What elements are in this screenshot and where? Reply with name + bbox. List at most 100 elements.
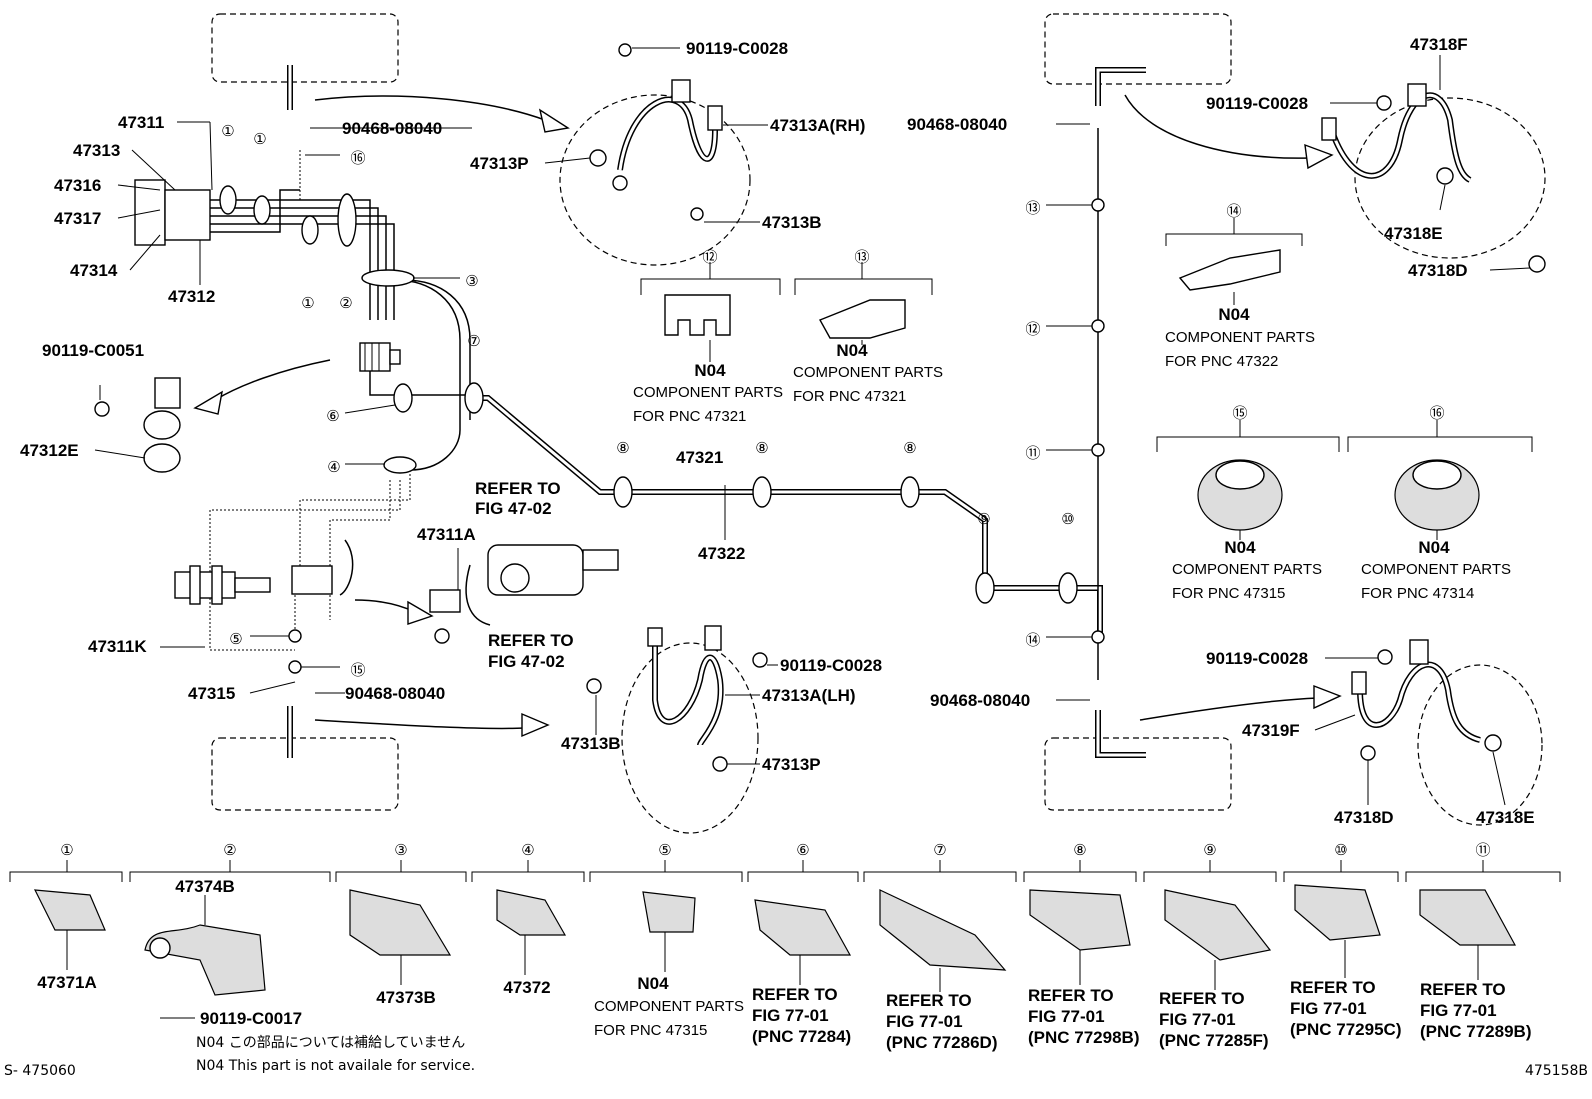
label-47312E: 47312E (20, 441, 79, 460)
svg-text:COMPONENT PARTS: COMPONENT PARTS (793, 364, 943, 381)
label-refer-to-1: REFER TO (475, 479, 561, 498)
bottom-5-line1: COMPONENT PARTS (594, 998, 744, 1015)
hose-47318F (1321, 83, 1546, 273)
marker-8a: ⑧ (616, 440, 629, 457)
svg-text:COMPONENT PARTS: COMPONENT PARTS (1361, 561, 1511, 578)
callout-16: ⑯ N04 COMPONENT PARTS FOR PNC 47314 (1361, 405, 1511, 602)
master-cylinder-area (174, 539, 354, 758)
svg-text:N04: N04 (1218, 305, 1250, 324)
bottom-num-1: ① (60, 842, 73, 859)
svg-text:N04: N04 (1418, 538, 1450, 557)
connector-block (359, 342, 470, 396)
label-47311K: 47311K (88, 637, 147, 656)
label-90468-top-left: 90468-08040 (342, 119, 442, 138)
right-vertical-pipe (1091, 67, 1146, 758)
hose-47313A-RH (589, 43, 723, 221)
hose-47313A-LH (586, 625, 768, 772)
label-47315: 47315 (188, 684, 235, 703)
bottom-num-3: ③ (394, 842, 407, 859)
label-90119-c0028-top: 90119-C0028 (686, 39, 788, 58)
label-47313B-top: 47313B (762, 213, 822, 232)
svg-text:⑫: ⑫ (702, 249, 717, 266)
footer-note-en: N04 This part is not availale for servic… (196, 1058, 475, 1074)
bracket-47312E (94, 377, 181, 473)
footer-note-jp: N04 この部品については補給していません (196, 1035, 465, 1051)
callout-14: ⑭ N04 COMPONENT PARTS FOR PNC 47322 (1165, 203, 1315, 370)
svg-text:FOR PNC 47314: FOR PNC 47314 (1361, 585, 1474, 602)
label-47318D-bottom: 47318D (1334, 808, 1394, 827)
label-90119-c0051: 90119-C0051 (42, 341, 144, 360)
bottom-9-line1: REFER TO (1159, 989, 1245, 1008)
marker-9: ⑨ (977, 511, 990, 528)
bottom-6-line2: FIG 77-01 (752, 1006, 829, 1025)
hose-fr-ellipse (1354, 97, 1546, 259)
label-47317: 47317 (54, 209, 101, 228)
label-47318D-top: 47318D (1408, 261, 1468, 280)
label-47311: 47311 (118, 113, 164, 132)
label-fig-47-02-2: FIG 47-02 (488, 652, 565, 671)
svg-text:⑭: ⑭ (1226, 203, 1241, 220)
front-right-wheel-box (1044, 13, 1232, 85)
hose-lh-ellipse (621, 642, 759, 834)
marker-7: ⑦ (467, 333, 480, 350)
hose-rr-ellipse (1417, 664, 1543, 826)
leader-lines (66, 47, 1531, 1019)
marker-10: ⑩ (1061, 511, 1074, 528)
bottom-num-2: ② (223, 842, 236, 859)
label-90119-c0028-br: 90119-C0028 (1206, 649, 1308, 668)
callout-13: ⑬ N04 COMPONENT PARTS FOR PNC 47321 (793, 249, 943, 405)
bottom-row-labels: ① 47371A ② 47374B 90119-C0017 ③ 47373B ④… (37, 842, 1531, 1052)
svg-text:COMPONENT PARTS: COMPONENT PARTS (1172, 561, 1322, 578)
callout-12: ⑫ N04 COMPONENT PARTS FOR PNC 47321 (633, 249, 783, 425)
bottom-9-line3: (PNC 77285F) (1159, 1031, 1269, 1050)
bottom-11-line2: FIG 77-01 (1420, 1001, 1497, 1020)
bottom-10-line1: REFER TO (1290, 978, 1376, 997)
svg-text:COMPONENT PARTS: COMPONENT PARTS (1165, 329, 1315, 346)
label-47313B-bottom: 47313B (561, 734, 621, 753)
marker-13: ⑬ (1025, 200, 1040, 217)
label-47312: 47312 (168, 287, 215, 306)
footer-left-code: S- 475060 (4, 1063, 76, 1079)
svg-text:FOR PNC 47321: FOR PNC 47321 (633, 408, 746, 425)
marker-8b: ⑧ (755, 440, 768, 457)
marker-6: ⑥ (326, 408, 339, 425)
bottom-6-line3: (PNC 77284) (752, 1027, 851, 1046)
bottom-num-8: ⑧ (1073, 842, 1086, 859)
label-47314: 47314 (70, 261, 118, 280)
marker-8c: ⑧ (903, 440, 916, 457)
bottom-num-6: ⑥ (796, 842, 809, 859)
bottom-bolt-90119-c0017: 90119-C0017 (200, 1009, 302, 1028)
svg-text:⑮: ⑮ (1232, 405, 1247, 422)
bottom-num-4: ④ (521, 842, 534, 859)
bottom-10-line3: (PNC 77295C) (1290, 1020, 1402, 1039)
label-47318E-top: 47318E (1384, 224, 1443, 243)
flow-arrows (193, 94, 1342, 738)
label-47321: 47321 (676, 448, 723, 467)
svg-text:FOR PNC 47322: FOR PNC 47322 (1165, 353, 1278, 370)
label-47313A-LH: 47313A(LH) (762, 686, 856, 705)
label-47318F: 47318F (1410, 35, 1468, 54)
bottom-part-47373B: 47373B (376, 988, 436, 1007)
label-refer-to-2: REFER TO (488, 631, 574, 650)
bottom-11-line3: (PNC 77289B) (1420, 1022, 1532, 1041)
hose-47319F (1351, 639, 1502, 761)
bottom-num-9: ⑨ (1203, 842, 1216, 859)
label-47313: 47313 (73, 141, 120, 160)
footer-right-code: 475158B (1525, 1063, 1588, 1079)
label-90119-c0028-tr: 90119-C0028 (1206, 94, 1308, 113)
bottom-num-5: ⑤ (658, 842, 671, 859)
hose-rh-ellipse (559, 94, 751, 266)
bottom-part-47374B: 47374B (175, 877, 235, 896)
label-fig-47-02-1: FIG 47-02 (475, 499, 552, 518)
label-47319F: 47319F (1242, 721, 1300, 740)
bottom-8-line3: (PNC 77298B) (1028, 1028, 1140, 1047)
label-47318E-bottom: 47318E (1476, 808, 1535, 827)
bottom-num-10: ⑩ (1334, 842, 1347, 859)
master-cylinder-47311A (429, 544, 619, 644)
label-47313A-RH: 47313A(RH) (770, 116, 865, 135)
rear-right-wheel-box (1044, 737, 1232, 811)
bottom-7-line1: REFER TO (886, 991, 972, 1010)
marker-1b: ① (253, 131, 266, 148)
label-90119-c0028-mid: 90119-C0028 (780, 656, 882, 675)
